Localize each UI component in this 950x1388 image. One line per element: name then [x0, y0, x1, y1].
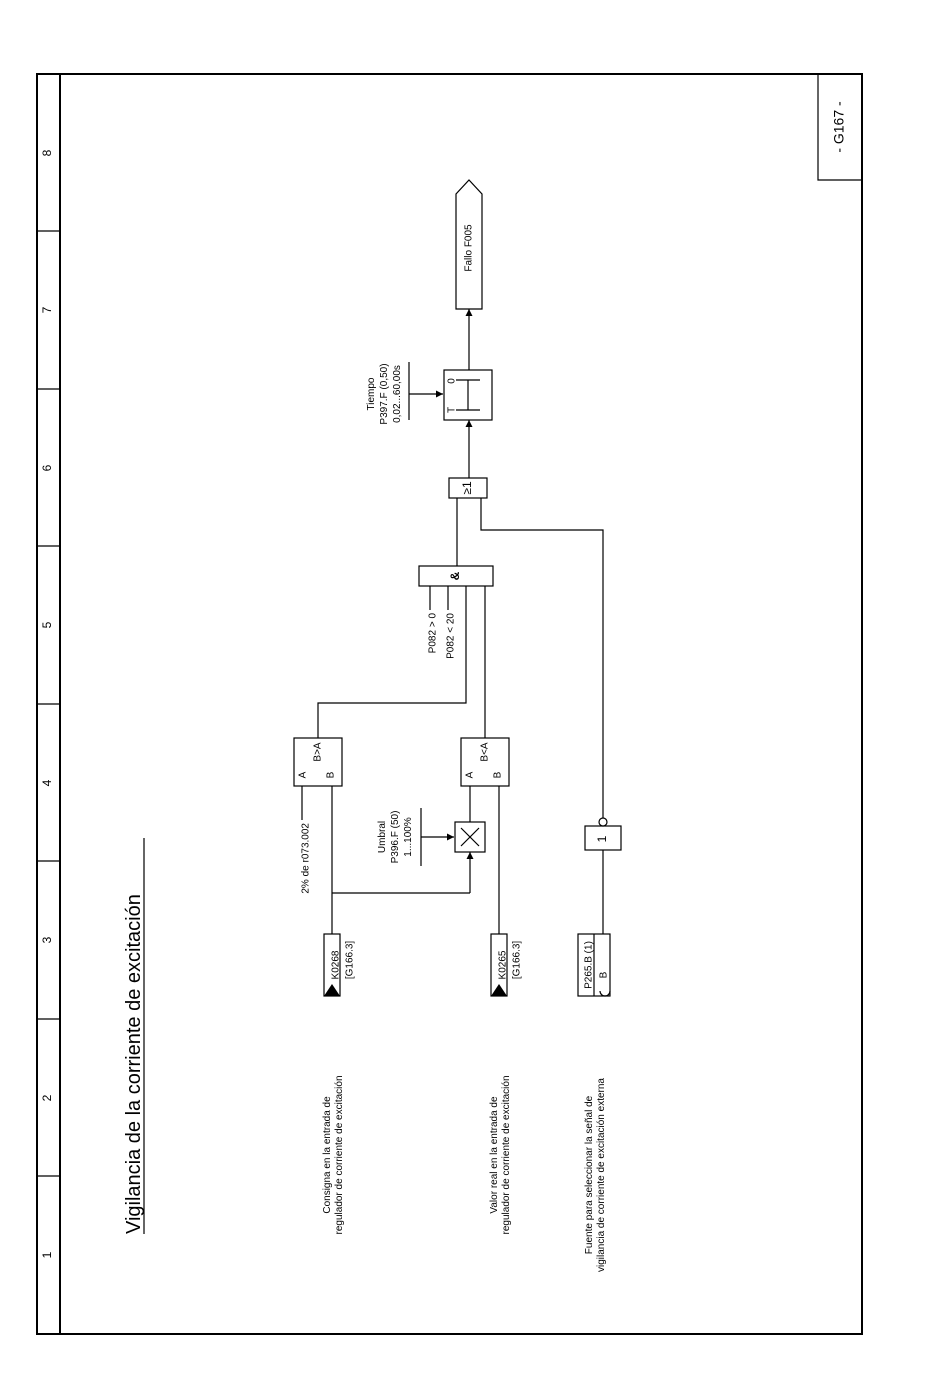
page-id: - G167 -: [831, 101, 847, 153]
timer-zero-label: 0: [447, 378, 458, 384]
column-number-6: 6: [40, 464, 54, 471]
column-number-5: 5: [40, 621, 54, 628]
tiempo-label: Tiempo: [366, 377, 377, 410]
column-number-2: 2: [40, 1094, 54, 1101]
actual-description-line1: Valor real en la entrada de: [489, 1096, 500, 1214]
tiempo-range: 0,02...60,00s: [392, 365, 403, 423]
connector-k0265-ref: [G166.3]: [512, 941, 523, 980]
column-number-3: 3: [40, 936, 54, 943]
comparator-b-gt-a-op: B>A: [313, 742, 324, 762]
param-p265b-label: P265.B (1): [584, 941, 595, 989]
comparator-b-gt-a: A B B>A: [293, 737, 343, 787]
connector-k0265: K0265 [G166.3]: [490, 933, 523, 997]
connector-k0268-ref: [G166.3]: [345, 941, 356, 980]
output-fallo-label: Fallo F005: [464, 224, 475, 272]
timer-t-label: T: [447, 407, 458, 413]
or-gate-symbol: ≥1: [460, 481, 474, 495]
comparator-b-gt-a-input-a: A: [298, 771, 309, 778]
umbral-label: Umbral: [377, 821, 388, 853]
not-gate-symbol: 1: [595, 835, 609, 842]
and-cond-p082-gt-0: P082 > 0: [428, 613, 439, 654]
comparator-b-lt-a-op: B<A: [480, 742, 491, 762]
column-number-1: 1: [40, 1251, 54, 1258]
param-p265b: P265.B (1) B: [577, 933, 611, 997]
connector-k0268-label: K0268: [331, 950, 342, 979]
column-number-7: 7: [40, 306, 54, 313]
connector-k0268: K0268 [G166.3]: [323, 933, 356, 997]
multiplier-block: [454, 821, 486, 853]
umbral-range: 1...100%: [403, 817, 414, 857]
and-gate-symbol: &: [448, 571, 462, 580]
setpoint-description-line1: Consigna en la entrada de: [322, 1096, 333, 1214]
comparator-b-gt-a-input-b: B: [326, 771, 337, 778]
param-p265b-type: B: [599, 971, 610, 978]
sheet-title: Vigilancia de la corriente de excitación: [123, 894, 145, 1234]
setpoint-description-line2: regulador de corriente de excitación: [334, 1076, 345, 1235]
page-id-box: [817, 74, 862, 181]
output-fallo-f005: Fallo F005: [455, 179, 483, 310]
connector-k0265-label: K0265: [498, 950, 509, 979]
and-cond-p082-lt-20: P082 < 20: [446, 613, 457, 659]
umbral-param: P396.F (50): [390, 811, 401, 864]
not-gate: 1: [584, 817, 622, 851]
tiempo-param: P397.F (0,50): [379, 363, 390, 424]
wires: [301, 309, 604, 934]
comparator-b-lt-a-input-b: B: [493, 771, 504, 778]
column-tick-marks: [37, 230, 60, 1177]
and-gate: &: [418, 565, 494, 587]
comparator-b-lt-a-input-a: A: [465, 771, 476, 778]
external-description-line2: vigilancia de corriente de excitación ex…: [596, 1078, 607, 1272]
external-description-line1: Fuente para seleccionar la señal de: [584, 1095, 595, 1254]
timer-block: T 0: [443, 369, 493, 421]
or-gate: ≥1: [448, 477, 488, 499]
column-number-8: 8: [40, 149, 54, 156]
sheet-border: [36, 73, 863, 1335]
comparator-b-gt-a-threshold: 2% de r073.002: [301, 823, 312, 894]
comparator-b-lt-a: A B B<A: [460, 737, 510, 787]
column-number-4: 4: [40, 779, 54, 786]
actual-description-line2: regulador de corriente de excitación: [501, 1076, 512, 1235]
